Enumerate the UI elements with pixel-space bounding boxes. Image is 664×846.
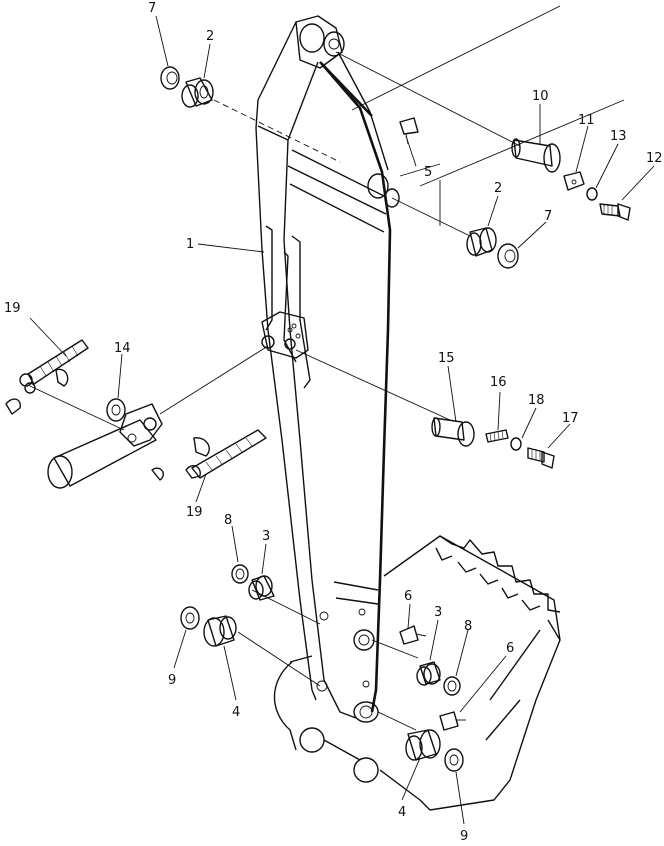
part-4-left [203,615,237,647]
part-4-right [405,729,441,761]
callout-10: 10 [532,89,549,104]
callout-14: 14 [114,341,131,356]
callout-13: 13 [610,129,627,144]
callout-9-left: 9 [168,673,176,688]
arm-body [255,15,400,723]
callout-leaders [29,15,655,825]
part-6-lower [439,711,466,731]
callout-7-right: 7 [544,209,552,224]
bucket [273,535,561,811]
callout-9-right: 9 [460,829,468,844]
callout-19-left: 19 [4,301,21,316]
callout-3-left: 3 [262,529,270,544]
callout-2-right: 2 [494,181,502,196]
callout-8-left: 8 [224,513,232,528]
callout-1: 1 [186,237,194,252]
callout-18: 18 [528,393,545,408]
callout-7-top: 7 [148,1,156,16]
callout-17: 17 [562,411,579,426]
part-8-right [443,676,461,696]
part-19-pin-bottom [185,429,267,479]
callout-4-left: 4 [232,705,240,720]
callout-5: 5 [424,165,432,180]
part-10-pin [511,138,561,173]
part-6-upper [399,625,427,645]
part-18-washer [510,437,522,451]
callout-2-top: 2 [206,29,214,44]
part-3-left [248,575,275,601]
part-17-bolt [527,447,555,469]
part-16-spring-pin [485,429,509,443]
cylinder-rod [47,403,164,489]
assembly-lines [29,5,625,731]
callout-12: 12 [646,151,663,166]
callout-8-right: 8 [464,619,472,634]
part-2-top-left [181,77,214,108]
part-13-washer [586,187,598,201]
part-9-right [444,748,464,772]
part-12-bolt [599,203,631,221]
callout-4-right: 4 [398,805,406,820]
callout-6-lower: 6 [506,641,514,656]
part-8-left [231,564,249,584]
part-7-top-left [160,66,180,90]
callout-labels: 1 2 2 3 3 4 4 5 6 6 7 7 8 8 9 9 10 11 12… [4,1,663,844]
part-9-left [180,606,200,630]
part-15-pin [431,417,475,447]
callout-19-bottom: 19 [186,505,203,520]
callout-6-upper: 6 [404,589,412,604]
part-5-grease-fitting [399,117,419,145]
part-2-right [466,227,497,257]
part-7-right [497,243,519,269]
callout-15: 15 [438,351,455,366]
part-3-right [416,661,441,686]
callout-3-right: 3 [434,605,442,620]
callout-16: 16 [490,375,507,390]
part-11-plate [563,171,585,191]
part-14-washer [106,398,126,422]
part-19-pin-left [5,339,89,415]
callout-11: 11 [578,113,595,128]
